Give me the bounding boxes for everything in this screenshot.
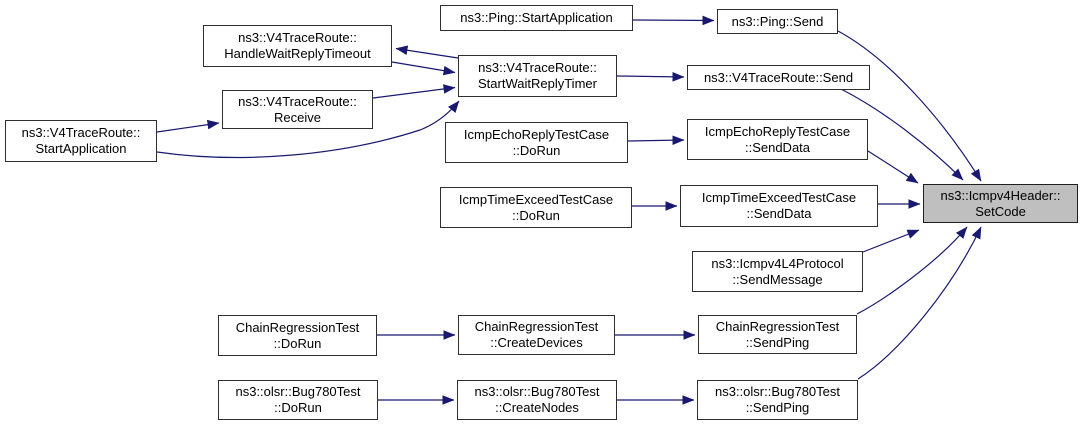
node-label-line: ChainRegressionTest [474, 319, 599, 334]
node-label-line: SetCode [975, 203, 1026, 219]
node-icmpv4l4protocol-sendmessage[interactable]: ns3::Icmpv4L4Protocol ::SendMessage [692, 251, 863, 292]
node-label-line: ns3::Ping::StartApplication [460, 10, 613, 25]
node-label-line: ::SendPing [745, 400, 810, 415]
node-label-line: ns3::Ping::Send [731, 13, 824, 29]
node-ping-send[interactable]: ns3::Ping::Send [717, 9, 838, 34]
node-label-line: IcmpTimeExceedTestCase [458, 191, 614, 207]
node-label-line: ::DoRun [274, 400, 322, 415]
node-label-line: ns3::V4TraceRoute:: [478, 60, 597, 75]
node-icmpechoreplytestcase-senddata[interactable]: IcmpEchoReplyTestCase ::SendData [687, 119, 868, 160]
node-label-line: IcmpTimeExceedTestCase [701, 190, 857, 205]
node-label-line: ns3::olsr::Bug780Test [235, 384, 361, 399]
node-label-line: StartWaitReplyTimer [478, 76, 597, 91]
node-label-line: ::CreateNodes [495, 400, 579, 415]
node-v4traceroute-handlewaitreplytimeout[interactable]: ns3::V4TraceRoute:: HandleWaitReplyTimeo… [203, 25, 392, 67]
node-label-line: ::SendData [744, 139, 811, 155]
node-label-line: IcmpEchoReplyTestCase [463, 126, 610, 142]
edge-pingstartapplication-pingsend [632, 15, 715, 26]
node-chainregressiontest-dorun[interactable]: ChainRegressionTest ::DoRun [218, 315, 377, 356]
node-label-line: ns3::Icmpv4L4Protocol [711, 255, 844, 271]
edge-echoreplydorun-echoreplysenddata [627, 135, 685, 146]
node-label-line: ns3::V4TraceRoute:: [238, 93, 357, 109]
node-label-line: ::SendPing [745, 334, 810, 350]
node-label-line: ::DoRun [273, 335, 322, 351]
node-v4traceroute-send[interactable]: ns3::V4TraceRoute::Send [687, 65, 870, 90]
node-v4traceroute-receive[interactable]: ns3::V4TraceRoute:: Receive [222, 90, 373, 129]
node-label-line: ns3::olsr::Bug780Test [714, 384, 841, 399]
node-icmptimeexceedtestcase-dorun[interactable]: IcmpTimeExceedTestCase ::DoRun [440, 187, 632, 228]
node-label-line: ns3::V4TraceRoute:: [21, 125, 141, 140]
node-v4traceroute-startapplication[interactable]: ns3::V4TraceRoute:: StartApplication [5, 120, 157, 162]
node-label-line: ::DoRun [512, 207, 560, 223]
edge-startapplication-receive [156, 119, 220, 133]
edge-pingsend-setcode [837, 30, 982, 182]
node-ping-startapplication[interactable]: ns3::Ping::StartApplication [440, 5, 633, 31]
node-label-line: ChainRegressionTest [715, 318, 840, 334]
node-olsr-bug780test-dorun[interactable]: ns3::olsr::Bug780Test ::DoRun [218, 380, 378, 420]
node-label-line: ChainRegressionTest [235, 319, 360, 335]
node-label-line: HandleWaitReplyTimeout [224, 46, 371, 61]
edge-v4traceroutesend-setcode [840, 88, 964, 181]
node-chainregressiontest-sendping[interactable]: ChainRegressionTest ::SendPing [698, 315, 857, 354]
edge-chainsendping-setcode [856, 226, 968, 315]
node-label-line: ::DoRun [512, 142, 561, 158]
node-v4traceroute-startwaitreplytimer[interactable]: ns3::V4TraceRoute:: StartWaitReplyTimer [458, 55, 617, 97]
node-label-line: ::CreateDevices [490, 335, 583, 350]
node-icmpv4header-setcode: ns3::Icmpv4Header:: SetCode [923, 184, 1078, 223]
node-olsr-bug780test-createnodes[interactable]: ns3::olsr::Bug780Test ::CreateNodes [457, 380, 617, 420]
edge-startwaitreplytimer-handlewaitreplytimeout [395, 45, 459, 59]
edge-handlewaitreplytimeout-startwaitreplytimer [391, 61, 456, 76]
node-icmpechoreplytestcase-dorun[interactable]: IcmpEchoReplyTestCase ::DoRun [445, 122, 628, 163]
edge-receive-startwaitreplytimer [372, 84, 456, 99]
node-label-line: ::SendMessage [732, 271, 823, 287]
edge-bug780sendping-setcode [857, 226, 982, 380]
node-olsr-bug780test-sendping[interactable]: ns3::olsr::Bug780Test ::SendPing [697, 380, 858, 420]
node-label-line: ns3::olsr::Bug780Test [474, 384, 600, 399]
node-label-line: ns3::Icmpv4Header:: [940, 187, 1061, 203]
edge-startapplication-startwaitreplytimer [156, 100, 460, 159]
node-label-line: StartApplication [35, 141, 127, 156]
node-label-line: ::SendData [746, 206, 812, 221]
node-label-line: IcmpEchoReplyTestCase [704, 123, 851, 139]
node-label-line: ns3::V4TraceRoute::Send [703, 69, 854, 85]
node-icmptimeexceedtestcase-senddata[interactable]: IcmpTimeExceedTestCase ::SendData [680, 185, 878, 227]
node-chainregressiontest-createdevices[interactable]: ChainRegressionTest ::CreateDevices [458, 315, 615, 355]
edge-sendmessage-setcode [862, 229, 920, 253]
edge-startwaitreplytimer-v4tracedroutesend [616, 72, 685, 82]
node-label-line: Receive [274, 109, 321, 125]
node-label-line: ns3::V4TraceRoute:: [238, 30, 357, 45]
edge-echoreplysenddata-setcode [867, 150, 919, 184]
